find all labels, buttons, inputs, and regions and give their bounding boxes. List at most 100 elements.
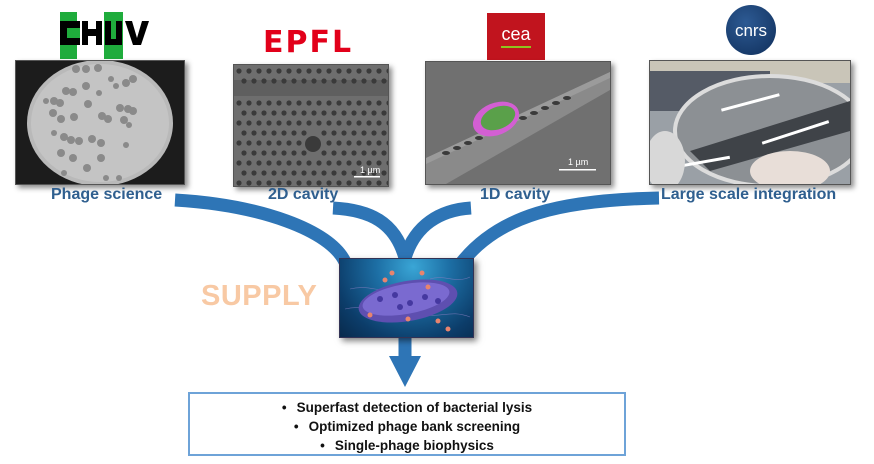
lattice-hole bbox=[341, 170, 347, 176]
lattice-hole bbox=[361, 170, 367, 176]
lattice-hole bbox=[331, 78, 337, 84]
lattice-hole bbox=[351, 110, 357, 116]
lattice-hole bbox=[346, 140, 352, 146]
lattice-hole bbox=[301, 130, 307, 136]
lattice-hole bbox=[336, 180, 342, 186]
lattice-hole bbox=[351, 170, 357, 176]
lattice-hole bbox=[371, 78, 377, 84]
lattice-hole bbox=[311, 78, 317, 84]
lattice-hole bbox=[346, 180, 352, 186]
lattice-hole bbox=[286, 180, 292, 186]
lattice-hole bbox=[301, 150, 307, 156]
lattice-hole bbox=[296, 120, 302, 126]
outcomes-list: •Superfast detection of bacterial lysis … bbox=[190, 394, 624, 455]
lattice-hole bbox=[356, 160, 362, 166]
lattice-hole bbox=[251, 170, 257, 176]
lattice-hole bbox=[241, 130, 247, 136]
scale-bar bbox=[559, 169, 596, 171]
lattice-hole bbox=[286, 100, 292, 106]
lattice-hole bbox=[306, 100, 312, 106]
lattice-hole bbox=[261, 130, 267, 136]
lattice-hole bbox=[341, 110, 347, 116]
lattice-hole bbox=[341, 78, 347, 84]
lattice-hole bbox=[241, 110, 247, 116]
lattice-hole bbox=[341, 150, 347, 156]
lattice-hole bbox=[236, 160, 242, 166]
lattice-hole bbox=[266, 68, 272, 74]
lattice-hole bbox=[346, 160, 352, 166]
lattice-hole bbox=[331, 170, 337, 176]
lattice-hole bbox=[351, 130, 357, 136]
lattice-hole bbox=[366, 140, 372, 146]
lattice-hole bbox=[236, 120, 242, 126]
lattice-hole bbox=[281, 150, 287, 156]
lattice-hole bbox=[386, 100, 388, 106]
bullet-icon: • bbox=[281, 400, 287, 415]
lattice-hole bbox=[291, 130, 297, 136]
lattice-hole bbox=[246, 100, 252, 106]
lattice-hole bbox=[291, 110, 297, 116]
lattice-hole bbox=[386, 120, 388, 126]
lattice-hole bbox=[236, 68, 242, 74]
lattice-hole bbox=[256, 68, 262, 74]
lattice-hole bbox=[306, 160, 312, 166]
lattice-hole bbox=[266, 140, 272, 146]
outcomes-box: •Superfast detection of bacterial lysis … bbox=[188, 392, 626, 456]
lattice-hole bbox=[316, 160, 322, 166]
lattice-hole bbox=[341, 130, 347, 136]
lattice-hole bbox=[336, 160, 342, 166]
lattice-hole bbox=[381, 170, 387, 176]
lattice-hole bbox=[246, 140, 252, 146]
lattice-hole bbox=[281, 130, 287, 136]
lattice-hole bbox=[376, 180, 382, 186]
lattice-hole bbox=[291, 150, 297, 156]
lattice-hole bbox=[361, 78, 367, 84]
lattice-hole bbox=[291, 170, 297, 176]
arrow-head-down bbox=[389, 356, 421, 387]
lattice-hole bbox=[261, 110, 267, 116]
caption-2d-cavity: 2D cavity bbox=[268, 186, 339, 203]
lattice-hole bbox=[381, 78, 387, 84]
lattice-hole bbox=[331, 130, 337, 136]
cnrs-logo: cnrs bbox=[726, 5, 776, 55]
lattice-hole bbox=[366, 160, 372, 166]
lattice-hole bbox=[376, 160, 382, 166]
caption-1d-cavity: 1D cavity bbox=[480, 186, 551, 203]
chuv-logo bbox=[60, 12, 152, 59]
lattice-hole bbox=[286, 160, 292, 166]
lattice-hole bbox=[361, 150, 367, 156]
lattice-hole bbox=[346, 100, 352, 106]
lattice-hole bbox=[256, 160, 262, 166]
lattice-hole bbox=[261, 78, 267, 84]
lattice-hole bbox=[371, 170, 377, 176]
petri-dish-image bbox=[15, 60, 185, 185]
lattice-hole bbox=[241, 150, 247, 156]
lattice-hole bbox=[291, 78, 297, 84]
arrow-from-phage-science bbox=[174, 193, 351, 266]
lattice-hole bbox=[326, 160, 332, 166]
lattice-hole bbox=[346, 120, 352, 126]
lattice-hole bbox=[321, 150, 327, 156]
lattice-hole bbox=[356, 180, 362, 186]
lattice-hole bbox=[371, 110, 377, 116]
lattice-hole bbox=[356, 68, 362, 74]
lattice-hole bbox=[276, 180, 282, 186]
lattice-hole bbox=[281, 110, 287, 116]
lattice-hole bbox=[281, 170, 287, 176]
lattice-hole bbox=[386, 68, 388, 74]
lattice-hole bbox=[276, 68, 282, 74]
lattice-hole bbox=[236, 180, 242, 186]
lattice-hole bbox=[376, 100, 382, 106]
caption-phage-science: Phage science bbox=[51, 186, 163, 203]
lattice-hole bbox=[246, 160, 252, 166]
lattice-hole bbox=[276, 160, 282, 166]
lattice-hole bbox=[251, 150, 257, 156]
bacterium-phage-image bbox=[339, 258, 474, 338]
lattice-hole bbox=[351, 150, 357, 156]
lattice-hole bbox=[251, 110, 257, 116]
lattice-hole bbox=[366, 180, 372, 186]
lattice-hole bbox=[376, 68, 382, 74]
epfl-logo: EPFL bbox=[263, 25, 354, 60]
supply-label: SUPPLY bbox=[201, 280, 318, 312]
